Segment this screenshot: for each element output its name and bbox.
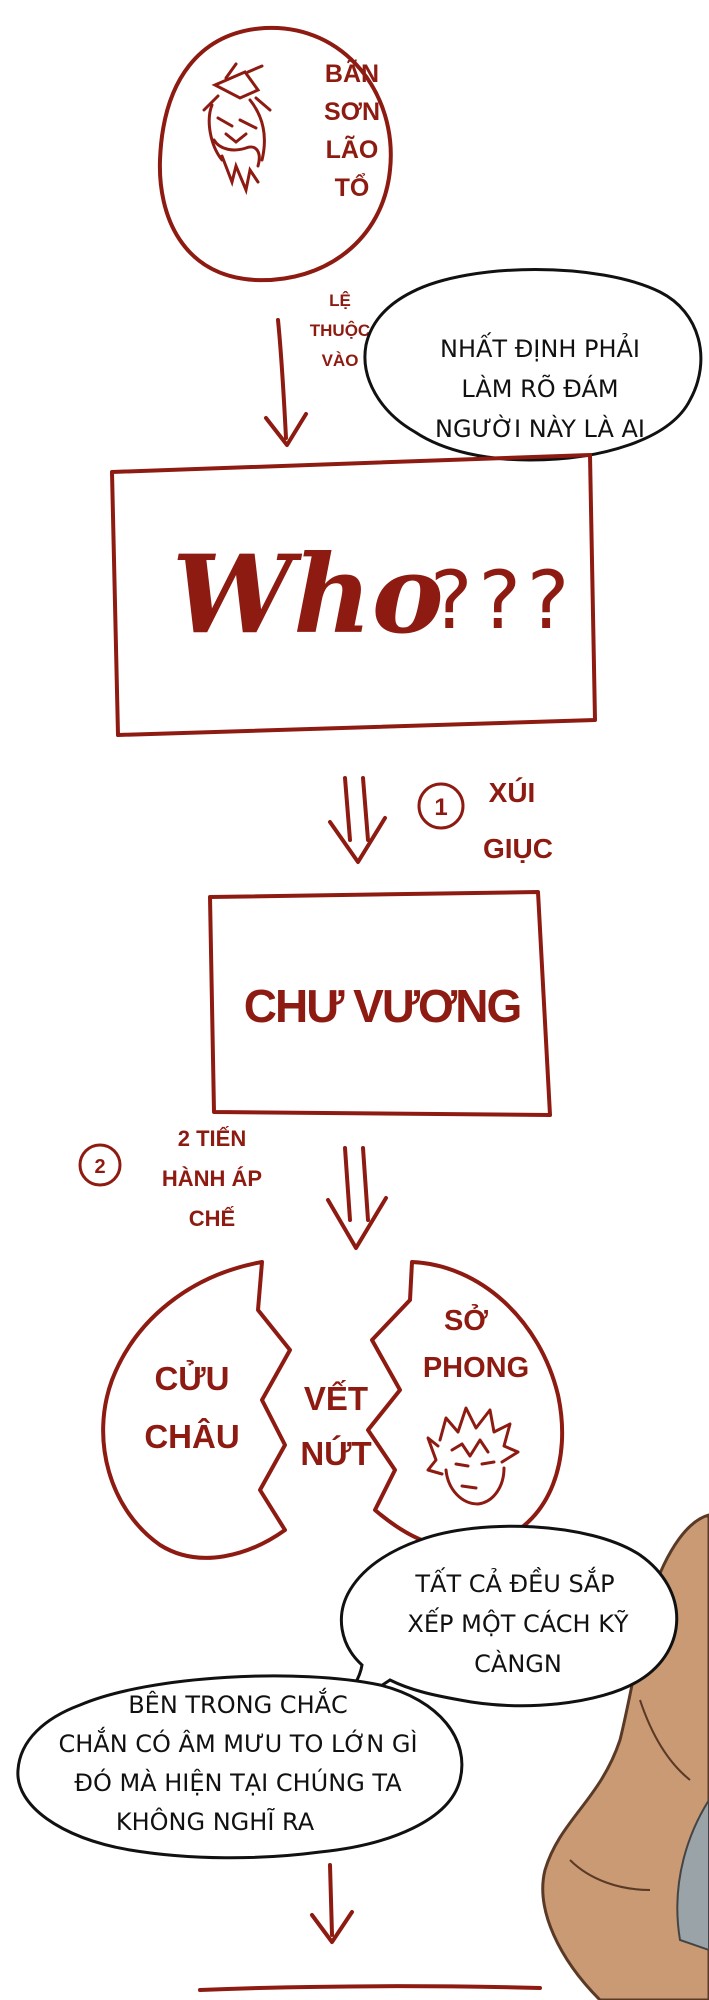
so-phong-label-line2: PHONG <box>423 1352 529 1384</box>
edge-depends-label-line2: THUỘC <box>310 321 370 340</box>
edge-depends-label-line3: VÀO <box>322 351 359 370</box>
speech-bubble-top: NHẤT ĐỊNH PHẢI LÀM RÕ ĐÁM NGƯỜI NÀY LÀ A… <box>363 268 703 462</box>
edge-instigate-label-line1: XÚI <box>489 777 536 808</box>
cuu-chau-label-line2: CHÂU <box>144 1418 239 1455</box>
arrow-head-icon <box>310 1910 354 1944</box>
bubble-bottom-line4: KHÔNG NGHĨ RA <box>116 1806 315 1836</box>
edge-suppress-label-line1: 2 TIẾN <box>178 1126 246 1151</box>
edge-depends-label-line1: LỆ <box>329 291 351 310</box>
bearded-face-icon <box>202 62 272 196</box>
ancestor-label-line3: LÃO <box>326 134 379 164</box>
edge-suppress-label-line2: HÀNH ÁP <box>162 1166 262 1191</box>
node-who: Who ??? <box>110 453 597 737</box>
bubble-middle-line2: XẾP MỘT CÁCH KỸ <box>407 1606 629 1638</box>
double-arrow-head-icon <box>328 816 387 864</box>
who-question-marks: ??? <box>430 554 575 647</box>
ancestor-label-line2: SƠN <box>324 98 380 126</box>
node-chu-vuong: CHƯ VƯƠNG <box>208 890 552 1117</box>
cracked-circle-right-half <box>366 1260 565 1550</box>
bubble-top-line1: NHẤT ĐỊNH PHẢI <box>440 331 640 363</box>
who-label: Who <box>172 532 444 658</box>
cuu-chau-label-line1: CỬU <box>154 1360 229 1397</box>
edge-suppress: 2 2 TIẾN HÀNH ÁP CHẾ <box>78 1126 388 1250</box>
edge-instigate-label-line2: GIỤC <box>483 833 553 864</box>
speech-bubble-middle: TẤT CẢ ĐỀU SẮP XẾP MỘT CÁCH KỸ CÀNGN <box>336 1524 679 1708</box>
chu-vuong-label: CHƯ VƯƠNG <box>244 980 520 1032</box>
bubble-bottom-line3: ĐÓ MÀ HIỆN TẠI CHÚNG TA <box>74 1767 402 1797</box>
arrow-head-icon <box>264 412 308 447</box>
edge-suppress-number: 2 <box>94 1156 105 1178</box>
vet-nut-label-line2: NỨT <box>300 1435 371 1472</box>
bubble-middle-line1: TẤT CẢ ĐỀU SẮP <box>414 1566 614 1598</box>
edge-continue <box>198 1863 542 1992</box>
so-phong-label-line1: SỞ <box>444 1303 488 1337</box>
double-arrow-head-icon <box>326 1196 388 1250</box>
speech-bubble-bottom: BÊN TRONG CHẮC CHẮN CÓ ÂM MƯU TO LỚN GÌ … <box>16 1674 464 1860</box>
node-cracked-world: CỬU CHÂU VẾT NỨT SỞ PHONG <box>101 1260 565 1560</box>
edge-instigate: 1 XÚI GIỤC <box>328 776 553 864</box>
edge-suppress-label-line3: CHẾ <box>189 1206 235 1231</box>
ancestor-label-line1: BÃN <box>325 58 379 88</box>
ancestor-label-line4: TỔ <box>335 172 370 202</box>
bubble-bottom-line2: CHẮN CÓ ÂM MƯU TO LỚN GÌ <box>58 1726 417 1758</box>
spiky-hair-face-icon <box>426 1406 520 1506</box>
edge-instigate-number: 1 <box>434 794 447 821</box>
vet-nut-label-line1: VẾT <box>304 1380 368 1417</box>
next-node-edge <box>198 1984 542 1992</box>
edge-depends: LỆ THUỘC VÀO <box>264 291 370 447</box>
bubble-top-line3: NGƯỜI NÀY LÀ AI <box>435 413 645 443</box>
bubble-bottom-line1: BÊN TRONG CHẮC <box>128 1687 348 1719</box>
cracked-circle-left-half <box>101 1260 292 1560</box>
bubble-top-line2: LÀM RÕ ĐÁM <box>461 373 618 403</box>
node-ancestor: BÃN SƠN LÃO TỔ <box>157 25 393 283</box>
step-number-circle-1 <box>417 782 465 830</box>
step-number-circle-2 <box>78 1143 122 1187</box>
bubble-middle-line3: CÀNGN <box>474 1649 562 1678</box>
